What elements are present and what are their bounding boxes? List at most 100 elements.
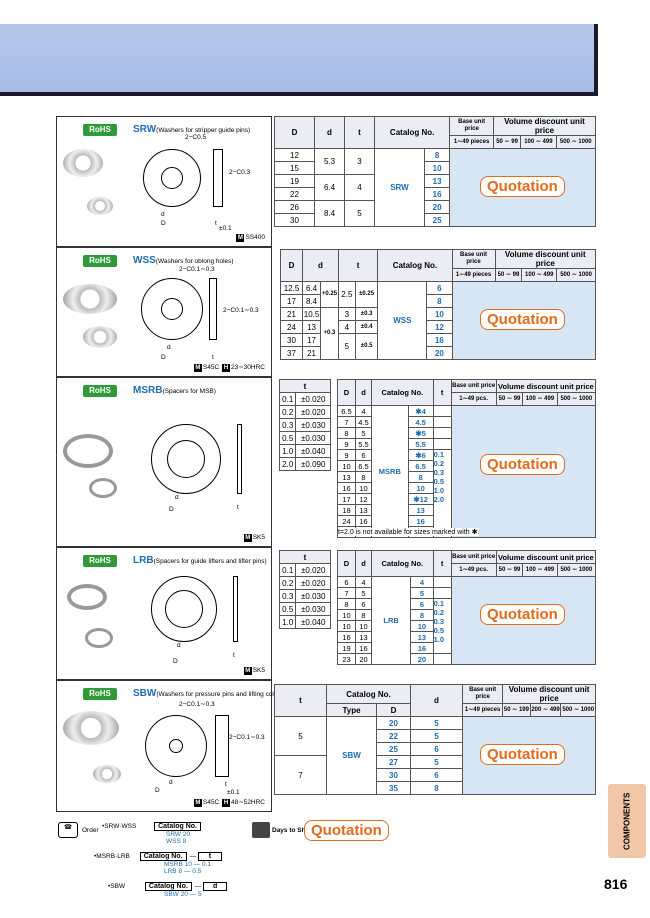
quotation-button[interactable]: Quotation — [480, 454, 565, 475]
table-cell: 5 — [355, 587, 372, 599]
table-cell: 4.5 — [355, 416, 372, 428]
order-example: 0.1 — [201, 861, 211, 868]
table-cell: 6.5 — [337, 405, 356, 417]
dim-t: t — [237, 504, 239, 511]
washer-drawing — [151, 424, 221, 494]
t-value: 1.0 — [433, 635, 444, 644]
washer-side-view — [213, 149, 223, 207]
washer-drawing — [143, 149, 201, 207]
table-cell: 16 — [410, 642, 434, 654]
catalog-box: Catalog No. — [154, 822, 201, 831]
table-cell: 10 — [337, 609, 356, 621]
table-cell: 8 — [337, 598, 356, 610]
rohs-badge: RoHS — [83, 688, 117, 700]
order-example: MSRB 10 — [164, 861, 192, 868]
table-cell — [432, 438, 452, 450]
quotation-button[interactable]: Quotation — [480, 309, 565, 330]
table-cell: 8 — [407, 471, 434, 483]
product-photo — [63, 434, 113, 468]
washer-bore — [161, 298, 183, 320]
product-photo — [87, 197, 113, 215]
washer-drawing — [141, 278, 203, 340]
t-value: 0.2 — [433, 459, 444, 468]
product-photo — [63, 711, 119, 745]
section-lrb: RoHS LRB(Spacers for guide lifters and l… — [56, 547, 272, 680]
lrb-t-table: t 0.1±0.020 0.2±0.020 0.3±0.030 0.5±0.03… — [278, 550, 331, 629]
washer-bore — [169, 739, 183, 753]
dim-D: D — [161, 220, 166, 227]
days-to-ship-label: Days to Ship — [272, 827, 312, 834]
table-cell: 10 — [337, 460, 356, 472]
table-cell: 16 — [355, 515, 372, 527]
table-cell: 4 — [355, 405, 372, 417]
chamfer-label: 2−C0.1∼0.3 — [179, 701, 215, 708]
table-cell — [432, 653, 452, 665]
table-cell: 10 — [407, 482, 434, 494]
table-cell — [432, 416, 452, 428]
truck-icon — [252, 822, 270, 838]
order-example: LRB 8 — [164, 868, 183, 875]
t-box: t — [197, 852, 222, 861]
order-label: Order — [82, 827, 99, 834]
washer-side-view — [237, 424, 242, 494]
product-photo — [85, 628, 113, 648]
product-photo — [63, 284, 117, 314]
table-cell: 8 — [355, 471, 372, 483]
table-cell: ✱12 — [407, 493, 434, 505]
order-example: SRW 20 — [166, 831, 191, 838]
order-example: 5 — [197, 891, 202, 898]
table-cell — [432, 576, 452, 588]
dim-d: d — [167, 344, 171, 351]
table-cell: 13 — [355, 504, 372, 516]
dim-D: D — [161, 354, 166, 361]
table-cell: 10 — [355, 482, 372, 494]
dim-d: d — [169, 779, 173, 786]
table-cell: 7 — [337, 587, 356, 599]
table-cell: 13 — [410, 631, 434, 643]
table-cell: 6 — [355, 449, 372, 461]
washer-side-view — [233, 576, 238, 642]
product-title: SBW(Washers for pressure pins and liftin… — [133, 688, 287, 699]
table-cell — [432, 405, 452, 417]
t-value: 0.1 — [433, 450, 444, 459]
t-value: 0.2 — [433, 608, 444, 617]
quotation-button[interactable]: Quotation — [480, 176, 565, 197]
page-header-banner — [0, 24, 598, 96]
order-icon: ☎ — [58, 822, 78, 838]
t-value: 2.0 — [433, 495, 444, 504]
side-tab-components[interactable]: COMPONENTS — [608, 784, 646, 858]
tol-t: ±0.1 — [219, 225, 232, 232]
t-value: 0.3 — [433, 468, 444, 477]
table-cell: ✱5 — [407, 427, 434, 439]
table-cell: 23 — [337, 653, 356, 665]
order-example: 0.5 — [192, 868, 202, 875]
dim-D: D — [155, 787, 160, 794]
table-cell: MSRB — [371, 405, 409, 538]
product-photo — [63, 149, 103, 177]
table-cell: 10 — [410, 620, 434, 632]
quotation-button[interactable]: Quotation — [480, 744, 565, 765]
quotation-button[interactable]: Quotation — [304, 820, 389, 841]
table-cell: 12 — [355, 493, 372, 505]
product-photo — [89, 478, 117, 498]
product-title: LRB(Spacers for guide lifters and lifter… — [133, 555, 267, 566]
quotation-button[interactable]: Quotation — [480, 604, 565, 625]
table-cell: 13 — [355, 631, 372, 643]
table-cell: 18 — [337, 504, 356, 516]
chamfer-label: 2−C0.1∼0.3 — [229, 734, 265, 741]
order-row-name: •MSRB·LRB — [94, 853, 130, 860]
